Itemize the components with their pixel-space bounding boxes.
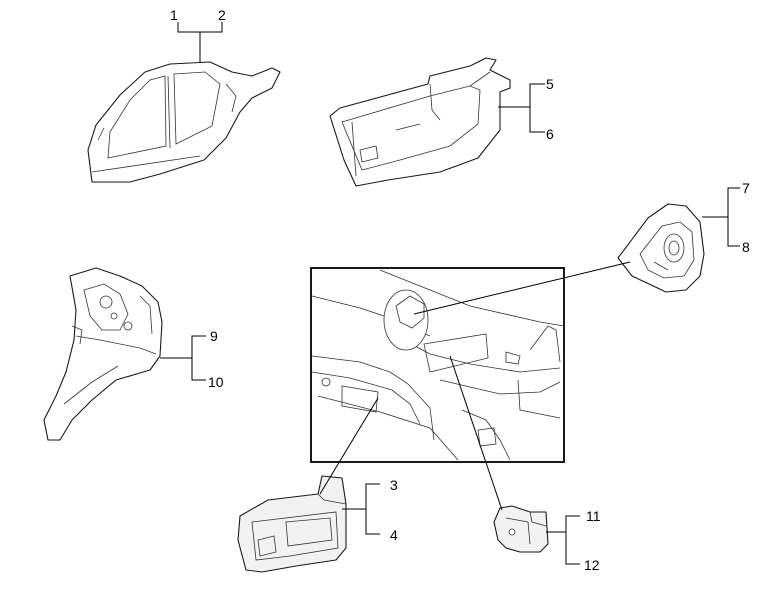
fuel-filler-housing	[617, 203, 705, 293]
quarter-trim-panel	[237, 475, 347, 573]
rear-inner-panel	[329, 57, 511, 187]
small-bracket	[493, 505, 549, 553]
callout-11: 11	[586, 508, 601, 524]
callout-9: 9	[210, 328, 218, 344]
callout-1-2-leader	[177, 22, 223, 62]
callout-3-4-leader	[342, 483, 380, 535]
callout-10: 10	[208, 374, 224, 390]
callout-5-6-leader	[498, 83, 545, 133]
callout-11-12-leader	[546, 515, 580, 565]
callout-1: 1	[170, 7, 178, 23]
callout-4: 4	[390, 527, 398, 543]
callout-5: 5	[546, 76, 554, 92]
callout-3: 3	[390, 477, 398, 493]
rear-pillar-inner	[43, 267, 163, 441]
vehicle-detail-inset	[310, 267, 565, 463]
callout-9-10-leader	[160, 335, 206, 381]
callout-8: 8	[742, 239, 750, 255]
callout-7: 7	[742, 180, 750, 196]
pointer-lines	[319, 261, 631, 511]
callout-12: 12	[584, 557, 600, 573]
callout-6: 6	[546, 126, 554, 142]
body-side-panel	[87, 61, 281, 183]
callout-7-8-leader	[702, 187, 740, 247]
callout-2: 2	[218, 7, 226, 23]
